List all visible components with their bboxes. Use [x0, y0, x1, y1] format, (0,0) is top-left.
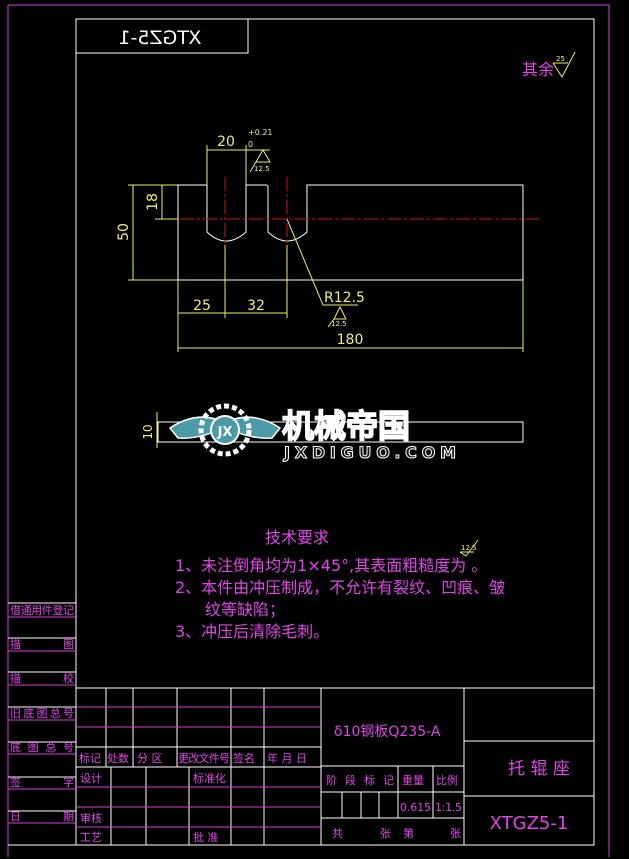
rev-header-count: 处数	[107, 752, 129, 765]
watermark-logo: JX 机械帝国 JXDIGUO.COM	[168, 403, 457, 463]
standardize-label: 标准化	[193, 771, 226, 785]
watermark-cn: 机械帝国	[282, 407, 410, 445]
rev-header-doc: 更改文件号	[178, 751, 230, 765]
scale-value: 1:1.5	[435, 801, 462, 814]
approve-label: 批 准	[193, 830, 219, 844]
drawing-number: XTGZ5-1	[490, 813, 569, 834]
inner-frame	[75, 18, 595, 846]
outer-frame	[7, 4, 610, 857]
dim-tol-lower: 0	[248, 140, 253, 149]
dim-slot-depth: 18	[145, 193, 161, 211]
left-strip-label: 描 校	[10, 671, 74, 685]
weight-value: 0.615	[400, 801, 431, 814]
scale-label: 比例	[436, 773, 458, 787]
gear-icon	[198, 403, 252, 457]
side-view: 10	[141, 412, 524, 448]
part-name: 托 辊 座	[508, 759, 570, 779]
left-strip-label: 底 图 总 号	[10, 740, 74, 754]
surface-roughness-note: 其余 25	[522, 51, 576, 79]
mirrored-drawing-code: XTGZ5-1	[118, 27, 201, 49]
rev-header-zone: 分 区	[137, 752, 163, 765]
left-strip-label: 日 期	[10, 810, 74, 823]
review-label: 审核	[80, 811, 102, 825]
rev-header-mark: 标记	[79, 751, 101, 765]
title-block: 标记 处数 分 区 更改文件号 签名 年 月 日 设计 标准化 审核 工艺 批 …	[76, 687, 594, 845]
dim-offset1: 25	[193, 298, 211, 314]
surface-note-roughness: 25	[556, 55, 565, 63]
tech-req-line-2: 2、本件由冲压制成，不允许有裂纹、凹痕、皱	[175, 578, 505, 597]
dim-thickness: 10	[141, 424, 155, 439]
weight-label: 重量	[402, 773, 424, 787]
dim-height: 50	[116, 223, 132, 241]
rev-header-date: 年 月 日	[267, 751, 307, 765]
dim-offset2: 32	[247, 298, 265, 314]
process-label: 工艺	[80, 831, 102, 844]
material: δ10钢板Q235-A	[334, 724, 441, 740]
tech-req-line-1: 1、未注倒角均为1×45°,其表面粗糙度为 。	[175, 556, 487, 575]
tech-requirements: 技术要求 1、未注倒角均为1×45°,其表面粗糙度为 。 2、本件由冲压制成，不…	[175, 528, 505, 641]
dim-length: 180	[337, 332, 364, 348]
dim-tol-upper: +0.21	[248, 128, 273, 137]
sheets-total-label: 共	[332, 827, 343, 840]
tech-req-roughness: 12.5	[461, 544, 477, 552]
left-strip: 借通用件登记 描 图 描 校 旧底图总号 底 图 总 号 签 字 日 期	[8, 602, 76, 846]
stage-mark-label: 阶 段 标 记	[326, 773, 394, 787]
surface-note-label: 其余	[522, 60, 554, 79]
mirrored-code-box: XTGZ5-1	[75, 18, 249, 54]
tech-req-title: 技术要求	[265, 528, 329, 547]
tech-req-line-3: 纹等缺陷；	[205, 600, 285, 619]
rev-header-sign: 签名	[233, 751, 255, 765]
design-label: 设计	[80, 772, 102, 785]
sheets-unit-label: 张	[380, 827, 391, 840]
front-view: 20 +0.21 0 12.5 50 18 25 32 180 R12.5 12…	[116, 128, 540, 352]
dim-roughness-slot: 12.5	[254, 165, 270, 173]
left-strip-label: 描 图	[10, 637, 74, 651]
left-strip-label: 借通用件登记	[10, 603, 74, 617]
left-strip-label: 旧底图总号	[10, 706, 74, 720]
tech-req-line-4: 3、冲压后清除毛刺。	[175, 622, 329, 641]
watermark-badge: JX	[217, 425, 233, 440]
sheet-no-label: 第	[403, 826, 414, 840]
dim-slot-width: 20	[217, 134, 235, 150]
dim-roughness-radius: 12.5	[331, 320, 347, 328]
watermark-en: JXDIGUO.COM	[283, 443, 456, 462]
sheet-unit2-label: 张	[450, 827, 461, 840]
dim-radius: R12.5	[324, 290, 365, 306]
